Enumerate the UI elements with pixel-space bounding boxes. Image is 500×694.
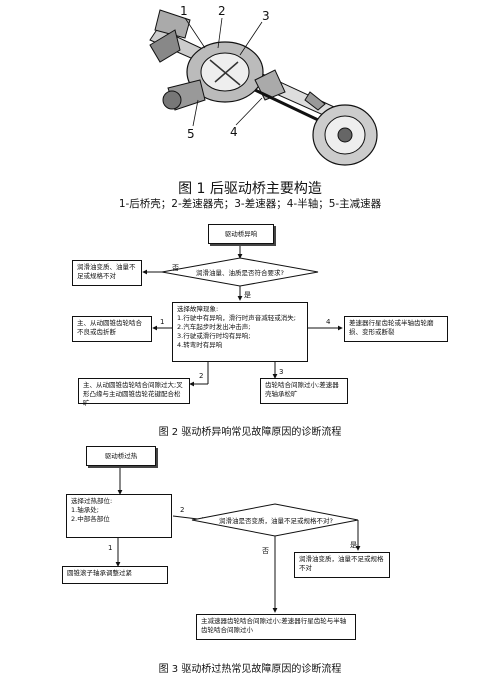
fig2-yes-label: 是 [244, 291, 251, 299]
fig3-select-line-1: 1.轴承处; [71, 506, 99, 514]
fig2-no-label: 否 [172, 264, 179, 272]
fig3-start-box: 驱动桥过热 [86, 446, 156, 466]
fig2-branch-1: 1 [160, 318, 165, 326]
fig2-select-box: 选择故障现象: 1.行驶中有异响，滑行时声音减轻或消失; 2.汽车起步时发出冲击… [172, 302, 308, 362]
part-number-1: 1 [180, 4, 188, 18]
fig2-result3-box: 齿轮啮合间隙过小;差速器壳轴承松旷 [260, 378, 348, 404]
fig2-select-line-2: 2.汽车起步时发出冲击声; [177, 323, 251, 331]
part-number-5: 5 [187, 127, 195, 141]
part-number-4: 4 [230, 125, 238, 139]
figure3-caption: 图 3 驱动桥过热常见故障原因的诊断流程 [158, 664, 342, 675]
fig2-result1-box: 主、从动圆锥齿轮啮合不良或齿折断 [72, 316, 152, 342]
fig2-select-title: 选择故障现象: [177, 305, 219, 313]
fig2-no-result-box: 润滑油变质、油量不足或规格不对 [72, 260, 142, 286]
fig2-branch-2: 2 [199, 372, 204, 380]
figure1-legend: 1-后桥壳；2-差速器壳；3-差速器；4-半轴；5-主减速器 [118, 198, 382, 210]
fig2-select-line-4: 4.转弯时有异响 [177, 341, 223, 349]
fig3-result1-box: 圆锥滚子轴承调整过紧 [62, 566, 168, 584]
axle-drawing: 1 2 3 4 5 [149, 4, 378, 166]
fig3-select-box: 选择过热部位: 1.轴承处; 2.中部各部位 [66, 494, 172, 538]
fig2-decision-text: 润滑油量、油质是否符合要求? [196, 269, 284, 277]
fig2-result4-box: 差速器行星齿轮或半轴齿轮磨损、变形或断裂 [344, 316, 448, 342]
fig3-branch-1: 1 [108, 544, 113, 552]
fig3-yes-result-box: 润滑油变质，油量不足或规格不对 [294, 552, 390, 578]
fig2-select-line-1: 1.行驶中有异响，滑行时声音减轻或消失; [177, 314, 296, 322]
fig3-select-title: 选择过热部位: [71, 497, 113, 505]
fig3-yes-label: 是 [350, 541, 357, 549]
part-number-3: 3 [262, 9, 270, 23]
fig3-select-line-2: 2.中部各部位 [71, 515, 110, 523]
fig2-branch-4: 4 [326, 318, 331, 326]
fig2-select-line-3: 3.行驶或滑行时均有异响; [177, 332, 251, 340]
figure2-caption: 图 2 驱动桥异响常见故障原因的诊断流程 [158, 427, 342, 438]
fig2-branch-3: 3 [279, 368, 284, 376]
fig2-result2-box: 主、从动圆锥齿轮啮合间隙过大;叉形凸缘与主动圆锥齿轮花键配合松旷 [78, 378, 190, 407]
figure1-caption: 图 1 后驱动桥主要构造 [178, 181, 322, 197]
part-number-2: 2 [218, 4, 226, 18]
fig3-no-label: 否 [262, 547, 269, 555]
fig3-decision-text: 润滑油是否变质，油量不足或规格不对? [219, 517, 333, 525]
fig2-start-box: 驱动桥异响 [208, 224, 274, 244]
fig3-no-result-box: 主减速器齿轮啮合间隙过小;差速器行星齿轮与半轴齿轮啮合间隙过小 [196, 614, 356, 640]
fig3-branch-2: 2 [180, 506, 185, 514]
